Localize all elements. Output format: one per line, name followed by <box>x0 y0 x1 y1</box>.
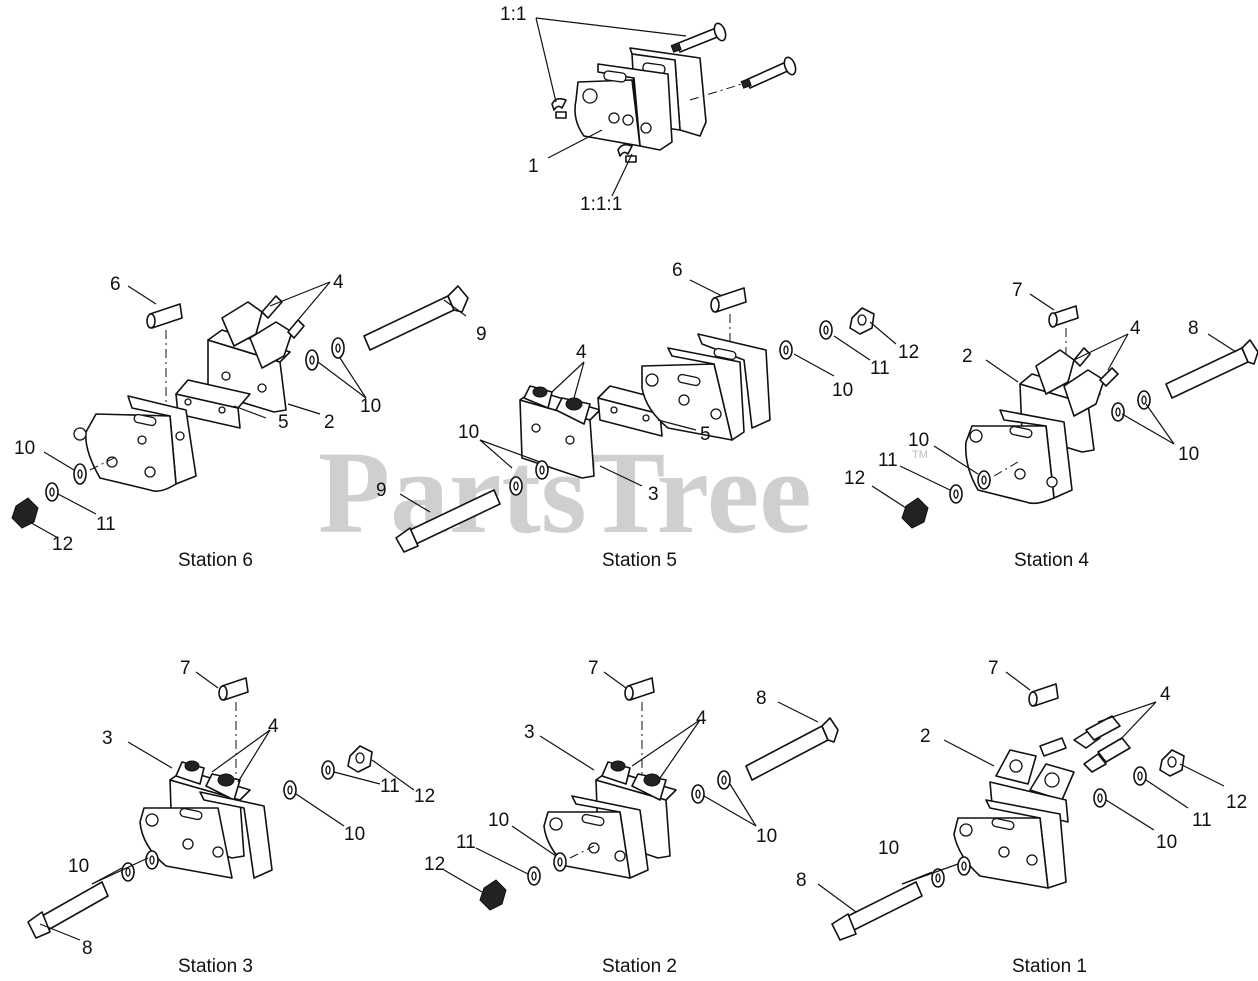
station-6-label: Station 6 <box>178 550 253 571</box>
s2-callout-3: 3 <box>524 722 535 743</box>
station-1-assembly: 7 4 2 10 12 11 10 8 Station 1 <box>796 658 1247 977</box>
s2-callout-7: 7 <box>588 658 599 679</box>
s5-callout-3: 3 <box>648 484 659 505</box>
s1-callout-4: 4 <box>1160 684 1171 705</box>
s1-callout-12: 12 <box>1226 792 1247 813</box>
s4-callout-10: 10 <box>1178 444 1199 465</box>
callout-1: 1 <box>528 156 539 177</box>
s2-callout-4: 4 <box>696 708 707 729</box>
station-3-assembly: 7 4 3 10 12 11 10 8 Station 3 <box>27 658 435 977</box>
station-5-assembly: 6 4 10 12 11 10 5 3 9 Station 5 <box>376 260 919 571</box>
s6-callout-4: 4 <box>333 272 344 293</box>
s5-callout-12: 12 <box>898 342 919 363</box>
s4-callout-8: 8 <box>1188 318 1199 339</box>
station-1-label: Station 1 <box>1012 956 1087 977</box>
s5-callout-6: 6 <box>672 260 683 281</box>
s2-callout-12: 12 <box>424 854 445 875</box>
s3-callout-10: 10 <box>68 856 89 877</box>
s6-callout-12: 12 <box>52 534 73 555</box>
s2-callout-11: 11 <box>456 832 476 853</box>
s1-callout-2: 2 <box>920 726 931 747</box>
s3-callout-12: 12 <box>414 786 435 807</box>
s5-callout-10: 10 <box>458 422 479 443</box>
station-2-assembly: 7 4 3 8 10 10 11 12 Station 2 <box>424 658 839 977</box>
s3-callout-10b: 10 <box>344 824 365 845</box>
s1-callout-10b: 10 <box>1156 832 1177 853</box>
s2-callout-10: 10 <box>756 826 777 847</box>
s3-callout-7: 7 <box>180 658 191 679</box>
s6-callout-11: 11 <box>96 514 116 535</box>
s1-callout-8: 8 <box>796 870 807 891</box>
s3-callout-3: 3 <box>102 728 113 749</box>
s6-callout-2: 2 <box>324 412 335 433</box>
top-assembly: 1:1 1 1:1:1 <box>500 4 797 215</box>
s4-callout-4: 4 <box>1130 318 1141 339</box>
watermark-tm: TM <box>912 449 928 461</box>
s1-callout-10: 10 <box>878 838 899 859</box>
s4-callout-11: 11 <box>878 450 898 471</box>
s6-callout-9: 9 <box>476 324 487 345</box>
s4-callout-2: 2 <box>962 346 973 367</box>
s5-callout-10b: 10 <box>832 380 853 401</box>
callout-1-1: 1:1 <box>500 4 526 25</box>
s2-callout-10b: 10 <box>488 810 509 831</box>
s6-callout-10: 10 <box>360 396 381 417</box>
s5-callout-4: 4 <box>576 342 587 363</box>
s3-callout-11: 11 <box>380 776 400 797</box>
s4-callout-10b: 10 <box>908 430 929 451</box>
station-4-assembly: 7 4 2 8 10 10 11 12 Station 4 <box>844 280 1258 571</box>
s5-callout-5: 5 <box>700 424 711 445</box>
s5-callout-11: 11 <box>870 358 890 379</box>
station-3-label: Station 3 <box>178 956 253 977</box>
s1-callout-11: 11 <box>1192 810 1212 831</box>
station-6-assembly: 6 4 9 10 2 5 10 11 12 Station 6 <box>11 272 487 571</box>
station-2-label: Station 2 <box>602 956 677 977</box>
s3-callout-4: 4 <box>268 716 279 737</box>
station-5-label: Station 5 <box>602 550 677 571</box>
s2-callout-8: 8 <box>756 688 767 709</box>
s4-callout-7: 7 <box>1012 280 1023 301</box>
callout-1-1-1: 1:1:1 <box>580 194 622 215</box>
s6-callout-10b: 10 <box>14 438 35 459</box>
s3-callout-8: 8 <box>82 938 93 959</box>
s6-callout-5: 5 <box>278 412 289 433</box>
station-4-label: Station 4 <box>1014 550 1089 571</box>
s1-callout-7: 7 <box>988 658 999 679</box>
s5-callout-9: 9 <box>376 480 387 501</box>
s4-callout-12: 12 <box>844 468 865 489</box>
s6-callout-6: 6 <box>110 274 121 295</box>
